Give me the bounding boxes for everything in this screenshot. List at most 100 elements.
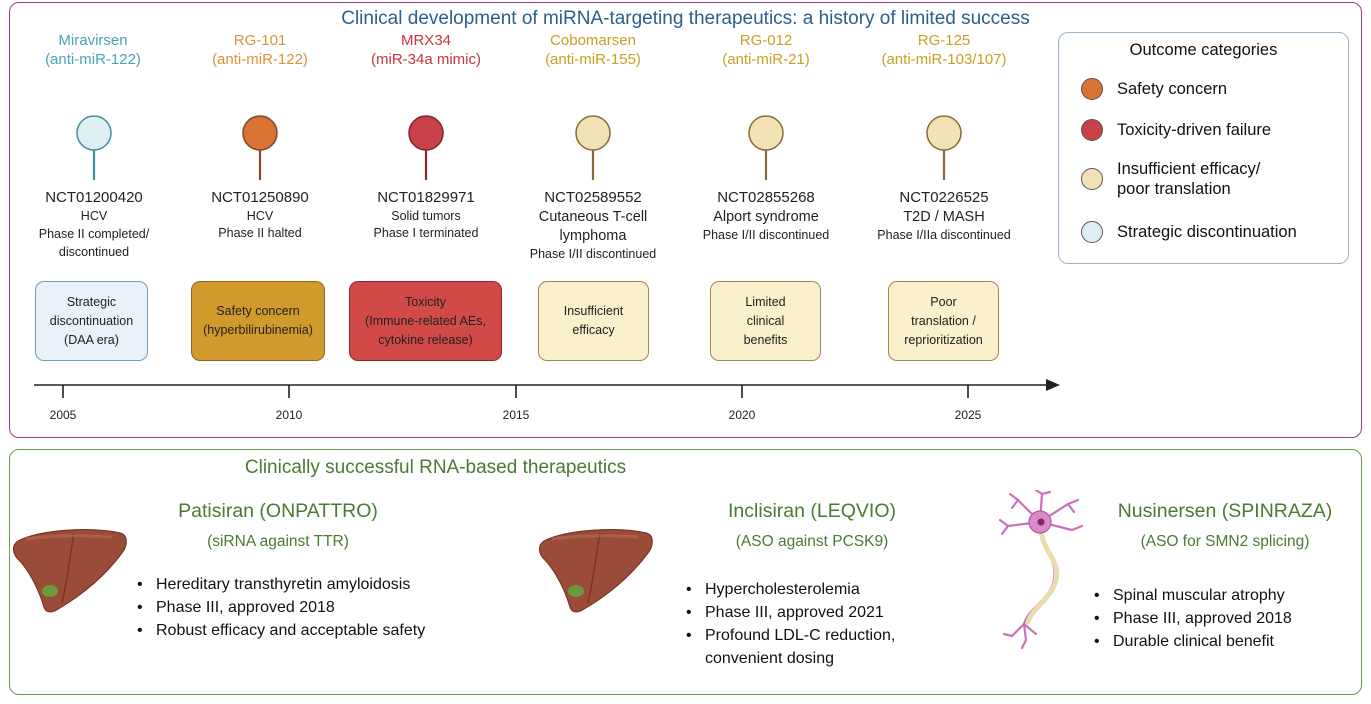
trial-info: NCT02589552 Cutaneous T-cell lymphoma Ph… bbox=[508, 188, 678, 263]
success-panel bbox=[9, 449, 1362, 695]
outcome-text: Strategic discontinuation (DAA era) bbox=[49, 294, 134, 347]
drug-label: Cobomarsen (anti-miR-155) bbox=[508, 31, 678, 70]
bullet-item: Hereditary transthyretin amyloidosis bbox=[137, 573, 425, 596]
indication: HCV bbox=[80, 209, 108, 223]
indication: Cutaneous T-cell lymphoma bbox=[538, 209, 648, 244]
liver-icon bbox=[12, 529, 127, 613]
legend-label: Insufficient efficacy/ poor translation bbox=[1117, 160, 1261, 198]
drug-name: Cobomarsen bbox=[550, 32, 636, 49]
nct-id: NCT02589552 bbox=[544, 189, 642, 206]
outcome-text: Safety concern (hyperbilirubinemia) bbox=[203, 304, 313, 337]
drug-label: RG-101 (anti-miR-122) bbox=[175, 31, 345, 70]
therapy-mechanism: (ASO for SMN2 splicing) bbox=[1140, 533, 1310, 550]
legend-dot-icon bbox=[1081, 78, 1103, 100]
pin-icon bbox=[748, 115, 784, 180]
timeline-axis bbox=[34, 379, 1060, 398]
trial-info: NCT01829971 Solid tumors Phase I termina… bbox=[341, 188, 511, 242]
indication: Alport syndrome bbox=[713, 209, 819, 225]
drug-name: MRX34 bbox=[400, 32, 452, 49]
outcome-text: Limited clinical benefits bbox=[743, 294, 788, 347]
therapy-bullets: Hereditary transthyretin amyloidosis Pha… bbox=[137, 573, 425, 642]
trial-phase: Phase I/II discontinued bbox=[529, 247, 657, 261]
nct-id: NCT02855268 bbox=[717, 189, 815, 206]
therapy-name: Patisiran (ONPATTRO) bbox=[178, 500, 378, 522]
outcome-box: Strategic discontinuation (DAA era) bbox=[35, 281, 148, 361]
legend-dot-icon bbox=[1081, 119, 1103, 141]
pin-icon bbox=[926, 115, 962, 180]
drug-label: RG-012 (anti-miR-21) bbox=[681, 31, 851, 70]
indication: Solid tumors bbox=[391, 209, 461, 223]
nct-id: NCT01829971 bbox=[377, 189, 475, 206]
drug-name: RG-012 bbox=[739, 32, 793, 49]
pin-icon bbox=[575, 115, 611, 180]
bullet-item: Hypercholesterolemia bbox=[686, 578, 895, 601]
timeline-title: Clinical development of miRNA-targeting … bbox=[341, 8, 1030, 29]
legend-item: Insufficient efficacy/ poor translation bbox=[1081, 159, 1260, 199]
trial-info: NCT01250890 HCV Phase II halted bbox=[175, 188, 345, 242]
drug-target: (miR-34a mimic) bbox=[371, 51, 481, 68]
therapy-bullets: Hypercholesterolemia Phase III, approved… bbox=[686, 578, 895, 670]
trial-phase: Phase I/II discontinued bbox=[702, 228, 830, 242]
trial-phase: Phase II completed/ discontinued bbox=[38, 227, 150, 259]
drug-name: RG-125 bbox=[917, 32, 971, 49]
trial-phase: Phase I/IIa discontinued bbox=[877, 228, 1011, 242]
outcome-box: Poor translation / reprioritization bbox=[888, 281, 999, 361]
drug-target: (anti-miR-122) bbox=[45, 51, 141, 68]
bullet-item: Durable clinical benefit bbox=[1094, 630, 1292, 653]
trial-info: NCT01200420 HCV Phase II completed/ disc… bbox=[9, 188, 179, 261]
indication: T2D / MASH bbox=[903, 209, 985, 225]
nct-id: NCT01200420 bbox=[45, 189, 143, 206]
pin-icon bbox=[242, 115, 278, 180]
drug-name: Miravirsen bbox=[58, 32, 128, 49]
legend-dot-icon bbox=[1081, 168, 1103, 190]
legend-item: Toxicity-driven failure bbox=[1081, 119, 1271, 141]
outcome-text: Insufficient efficacy bbox=[563, 304, 624, 337]
bullet-item: Spinal muscular atrophy bbox=[1094, 584, 1292, 607]
outcome-text: Poor translation / reprioritization bbox=[904, 294, 983, 347]
drug-label: Miravirsen (anti-miR-122) bbox=[8, 31, 178, 70]
mirna-timeline-panel bbox=[9, 2, 1362, 438]
success-title: Clinically successful RNA-based therapeu… bbox=[244, 457, 627, 478]
drug-label: MRX34 (miR-34a mimic) bbox=[341, 31, 511, 70]
therapy-name: Inclisiran (LEQVIO) bbox=[728, 500, 896, 522]
outcome-legend: Outcome categories Safety concern Toxici… bbox=[1058, 32, 1349, 264]
pin-icon bbox=[76, 115, 112, 180]
drug-target: (anti-miR-103/107) bbox=[881, 51, 1007, 68]
trial-info: NCT0226525 T2D / MASH Phase I/IIa discon… bbox=[859, 188, 1029, 244]
outcome-box: Insufficient efficacy bbox=[538, 281, 649, 361]
year-tick-label: 2010 bbox=[275, 408, 303, 422]
drug-label: RG-125 (anti-miR-103/107) bbox=[859, 31, 1029, 70]
trial-phase: Phase II halted bbox=[218, 226, 302, 240]
therapy-mechanism: (siRNA against TTR) bbox=[207, 533, 349, 550]
year-tick-label: 2020 bbox=[728, 408, 756, 422]
legend-title: Outcome categories bbox=[1129, 41, 1278, 59]
year-tick-label: 2025 bbox=[954, 408, 982, 422]
outcome-box: Safety concern (hyperbilirubinemia) bbox=[191, 281, 325, 361]
legend-item: Safety concern bbox=[1081, 78, 1227, 100]
legend-label: Strategic discontinuation bbox=[1117, 223, 1297, 241]
legend-label: Safety concern bbox=[1117, 80, 1228, 98]
bullet-item: Phase III, approved 2018 bbox=[137, 596, 425, 619]
bullet-item: Phase III, approved 2021 bbox=[686, 601, 895, 624]
legend-label: Toxicity-driven failure bbox=[1117, 121, 1272, 139]
bullet-item: Phase III, approved 2018 bbox=[1094, 607, 1292, 630]
legend-dot-icon bbox=[1081, 221, 1103, 243]
legend-item: Strategic discontinuation bbox=[1081, 221, 1297, 243]
outcome-box: Toxicity (Immune-related AEs, cytokine r… bbox=[349, 281, 502, 361]
year-tick-label: 2005 bbox=[49, 408, 77, 422]
therapy-mechanism: (ASO against PCSK9) bbox=[735, 533, 889, 550]
therapy-name: Nusinersen (SPINRAZA) bbox=[1117, 500, 1333, 522]
therapy-bullets: Spinal muscular atrophy Phase III, appro… bbox=[1094, 584, 1292, 653]
bullet-item: Robust efficacy and acceptable safety bbox=[137, 619, 425, 642]
indication: HCV bbox=[246, 209, 274, 223]
drug-target: (anti-miR-122) bbox=[212, 51, 308, 68]
liver-icon bbox=[538, 529, 653, 613]
drug-name: RG-101 bbox=[233, 32, 287, 49]
year-tick-label: 2015 bbox=[502, 408, 530, 422]
drug-target: (anti-miR-155) bbox=[545, 51, 641, 68]
nct-id: NCT0226525 bbox=[899, 189, 989, 206]
bullet-item: Profound LDL-C reduction, bbox=[686, 624, 895, 647]
pin-icon bbox=[408, 115, 444, 180]
outcome-box: Limited clinical benefits bbox=[710, 281, 821, 361]
nct-id: NCT01250890 bbox=[211, 189, 309, 206]
